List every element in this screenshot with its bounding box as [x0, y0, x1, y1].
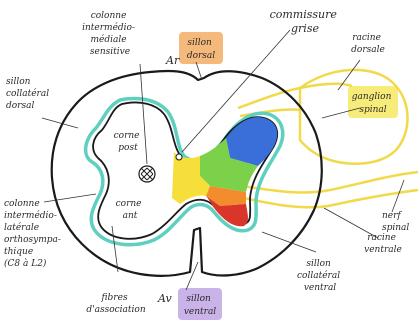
- label-fibres-association: fibres d'association: [86, 293, 145, 315]
- label-colonne-mediale: colonne intermédio- médiale sensitive: [82, 11, 138, 57]
- zone-blue: [226, 117, 277, 166]
- label-sillon-collateral-dorsal: sillon collatéral dorsal: [6, 77, 52, 111]
- intermedio-medial-column: [139, 166, 155, 182]
- label-corne-ant: corne ant: [116, 199, 145, 221]
- label-nerf-spinal: nerf spinal: [382, 211, 409, 233]
- label-corne-post: corne post: [114, 131, 143, 153]
- label-colonne-laterale: colonne intermédio- latérale orthosympa-…: [4, 199, 64, 269]
- label-ar: Ar: [165, 54, 180, 67]
- central-canal: [176, 154, 182, 160]
- label-av: Av: [157, 292, 172, 305]
- label-sillon-collateral-ventral: sillon collatéral ventral: [297, 259, 343, 293]
- label-commissure-grise: commissure grise: [270, 8, 341, 35]
- ventral-root: [242, 172, 418, 207]
- label-racine-dorsale: racine dorsale: [351, 33, 385, 55]
- label-racine-ventrale: racine ventrale: [364, 233, 402, 255]
